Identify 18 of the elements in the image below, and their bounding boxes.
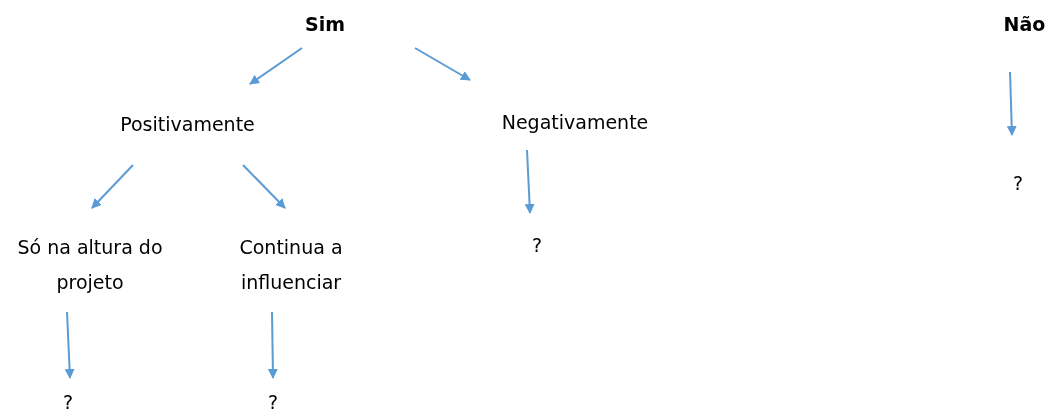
answer-label: Continua a influenciar bbox=[238, 235, 344, 295]
heading-label: Sim bbox=[304, 12, 346, 37]
answer-label: Negativamente bbox=[500, 110, 650, 135]
answer-label: Positivamente bbox=[119, 112, 256, 137]
answer-label: ? bbox=[1011, 171, 1025, 196]
answer-label: Só na altura do projeto bbox=[16, 235, 164, 295]
heading-label: Não bbox=[1002, 12, 1047, 37]
answer-label: ? bbox=[266, 390, 280, 415]
arrow bbox=[414, 47, 471, 81]
answer-label: ? bbox=[530, 233, 544, 258]
arrow bbox=[242, 164, 286, 209]
answer-label: ? bbox=[61, 390, 75, 415]
arrow bbox=[1006, 71, 1017, 136]
arrow bbox=[249, 47, 303, 85]
arrow bbox=[91, 164, 134, 209]
arrow bbox=[267, 311, 278, 379]
arrow bbox=[524, 149, 535, 214]
arrow bbox=[64, 311, 75, 379]
